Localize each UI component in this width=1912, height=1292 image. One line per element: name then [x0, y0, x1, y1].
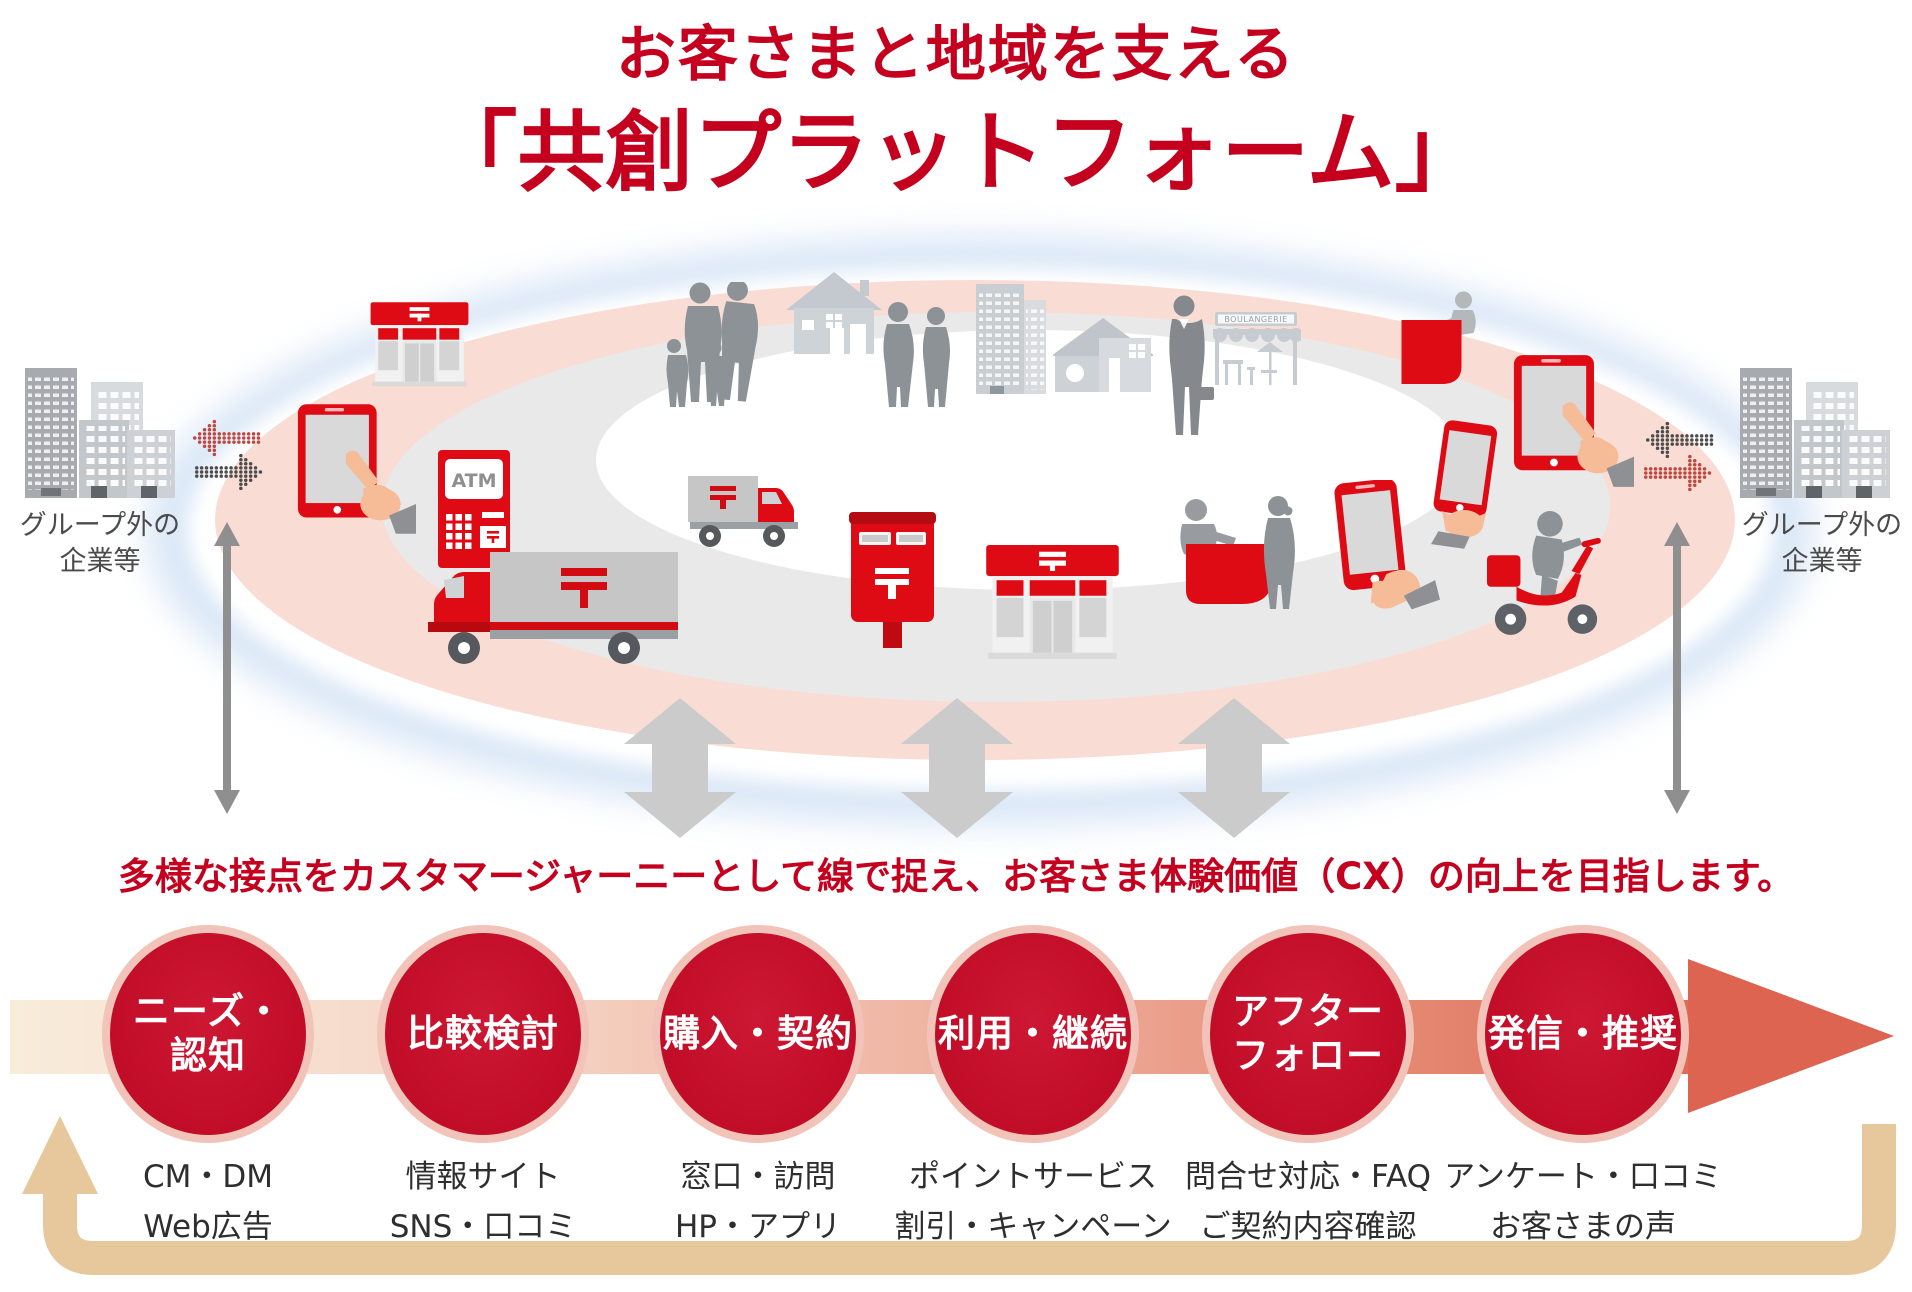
- smartphone-hand-icon: [1431, 420, 1498, 549]
- journey-stage-circle-follow: アフターフォロー: [1202, 925, 1414, 1143]
- post-office-shop-icon: [986, 545, 1119, 659]
- businessman-silhouette-icon: [1169, 295, 1214, 435]
- page-title-line1: お客さまと地域を支える: [615, 20, 1297, 90]
- postal-mark-icon: [561, 568, 607, 608]
- postal-mark-icon: [710, 486, 736, 509]
- bakery-shop-silhouette-icon: BOULANGERIE: [1213, 312, 1301, 385]
- postal-mark-icon: [487, 531, 499, 543]
- smartphone-hand-icon: [1334, 480, 1440, 610]
- house-silhouette-icon: [786, 272, 882, 354]
- journey-stage-circle-needs: ニーズ・認知: [102, 925, 314, 1143]
- postal-truck-small-icon: [688, 476, 798, 547]
- outside-group-label-right: グループ外の 企業等: [1741, 510, 1903, 578]
- dotted-arrow-inward-right: [1646, 421, 1714, 459]
- journey-arrow-head: [1688, 959, 1894, 1113]
- apartment-tower-silhouette-icon: [976, 284, 1046, 394]
- journey-stage-circle-use: 利用・継続: [927, 925, 1139, 1143]
- office-buildings-icon: [1740, 368, 1890, 498]
- journey-stage-circle-compare: 比較検討: [377, 925, 589, 1143]
- postal-mark-icon: [875, 568, 909, 599]
- postal-mark-icon: [409, 307, 430, 322]
- post-office-shop-icon: [370, 302, 469, 387]
- elderly-couple-silhouette-icon: [883, 302, 950, 407]
- journey-stage-circle-advocate: 発信・推奨: [1477, 925, 1689, 1143]
- bakery-sign-text: BOULANGERIE: [1224, 315, 1287, 324]
- double-arrow-exchange-icon: [901, 698, 1013, 838]
- outside-group-label-left: グループ外の 企業等: [19, 510, 181, 578]
- journey-stage-sub-advocate: アンケート・口コミお客さまの声: [1444, 1159, 1722, 1246]
- postal-mark-icon: [1039, 551, 1066, 571]
- tablet-touch-hand-icon: [297, 404, 416, 534]
- office-buildings-icon: [25, 368, 175, 498]
- atm-screen-text: ATM: [451, 470, 496, 492]
- page-title-line2: 「共創プラットフォーム」: [429, 101, 1483, 204]
- information-counter-icon: [1401, 291, 1476, 384]
- journey-stage-sub-use: ポイントサービス割引・キャンペーン: [894, 1159, 1172, 1246]
- double-arrow-exchange-icon: [1178, 698, 1290, 838]
- postal-truck-large-icon: [428, 552, 678, 664]
- dotted-arrow-outward-left: [193, 419, 261, 457]
- delivery-scooter-icon: [1487, 511, 1601, 635]
- dotted-arrow-inward-left: [195, 453, 263, 491]
- postbox-icon: [849, 512, 936, 648]
- double-arrow-vertical-left: [214, 522, 240, 814]
- double-arrow-vertical-right: [1664, 522, 1690, 814]
- family-silhouette-icon: [666, 282, 759, 407]
- modern-house-silhouette-icon: [1053, 318, 1153, 392]
- double-arrow-exchange-icon: [624, 698, 736, 838]
- cx-statement: 多様な接点をカスタマージャーニーとして線で捉え、お客さま体験価値（CX）の向上を…: [117, 855, 1795, 898]
- tablet-touch-hand-icon: [1513, 355, 1634, 487]
- journey-stage-circle-purchase: 購入・契約: [652, 925, 864, 1143]
- dotted-arrow-outward-right: [1644, 454, 1712, 492]
- atm-icon: ATM: [438, 450, 510, 568]
- counter-consultation-icon: [1180, 496, 1295, 609]
